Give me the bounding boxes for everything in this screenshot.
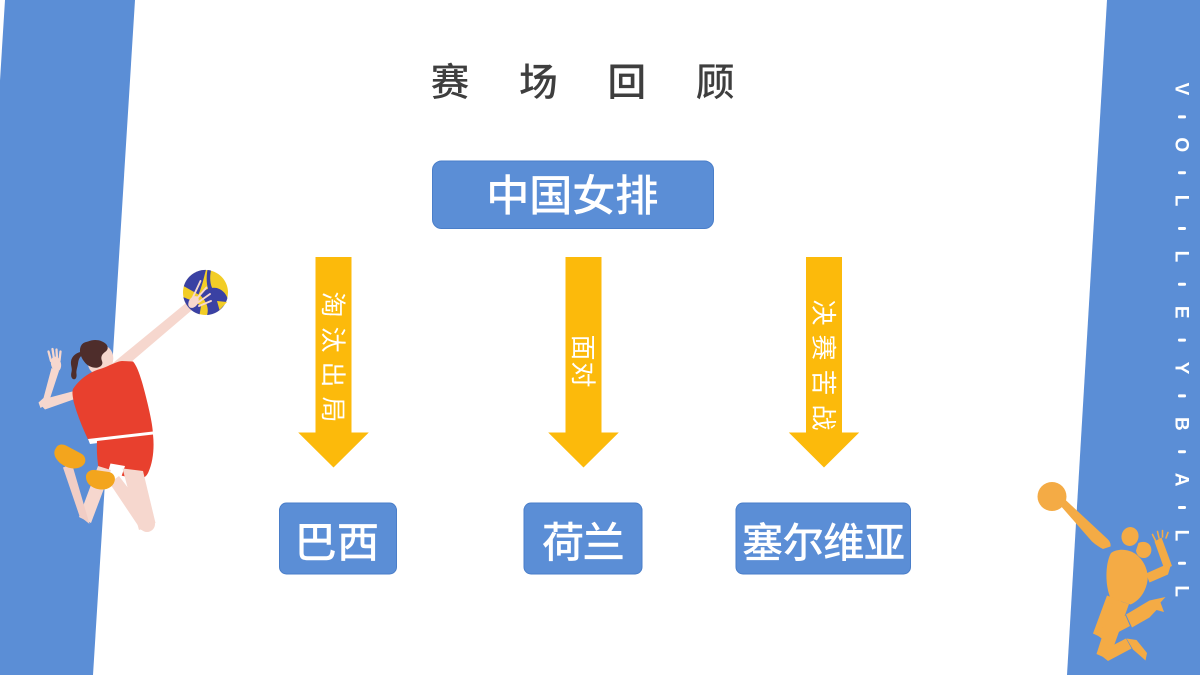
- svg-text:E: E: [1171, 306, 1192, 319]
- svg-text:L: L: [1171, 585, 1192, 597]
- svg-text:L: L: [1171, 530, 1192, 542]
- svg-text:Y: Y: [1171, 362, 1192, 375]
- svg-text:L: L: [1171, 251, 1192, 263]
- svg-text:L: L: [1171, 195, 1192, 207]
- svg-text:O: O: [1171, 137, 1192, 152]
- svg-text:B: B: [1171, 417, 1192, 431]
- svg-text:A: A: [1171, 473, 1192, 487]
- svg-text:V: V: [1171, 83, 1192, 96]
